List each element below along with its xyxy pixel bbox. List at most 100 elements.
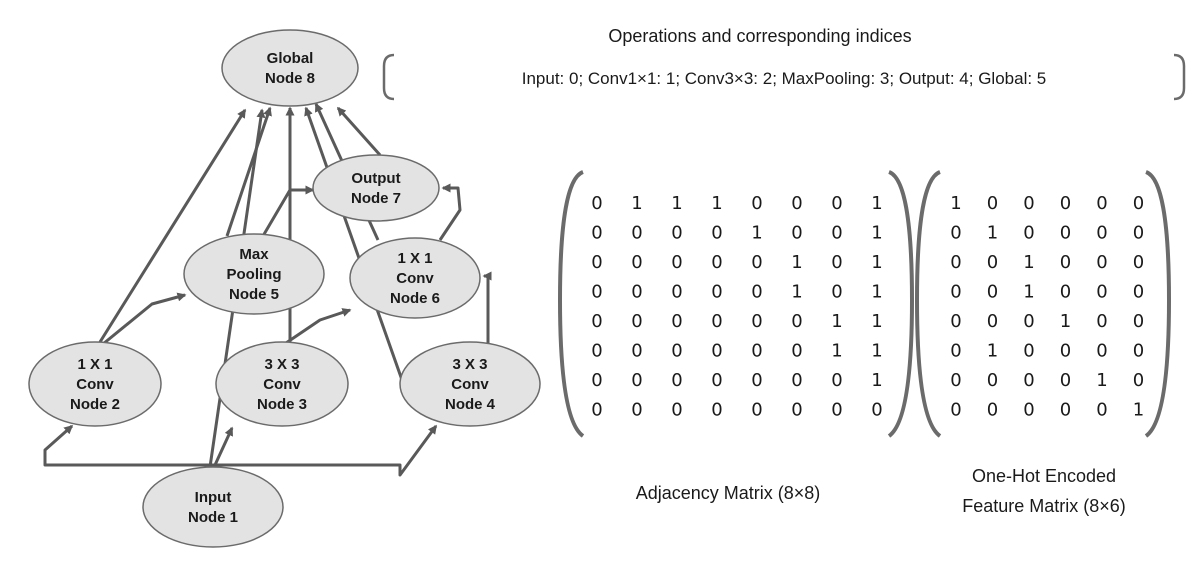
edge-input-node3 xyxy=(213,426,234,466)
edge-input-node4 xyxy=(215,424,438,477)
feature-cell: 0 xyxy=(1096,252,1107,273)
adjacency-cell: 0 xyxy=(831,252,842,273)
adjacency-cell: 0 xyxy=(631,341,642,362)
node-4-ellipse xyxy=(399,341,541,427)
adjacency-cell: 1 xyxy=(871,282,882,303)
node-5-ellipse xyxy=(183,233,325,315)
node-7-label-line: Output xyxy=(351,170,400,187)
node-8-label-line: Node 8 xyxy=(265,70,315,87)
node-6-label-line: 1 X 1 xyxy=(397,250,432,267)
feature-cell: 0 xyxy=(987,400,998,421)
edge-node6-node7 xyxy=(438,183,462,241)
adjacency-cell: 0 xyxy=(591,311,602,332)
adjacency-cell: 1 xyxy=(831,311,842,332)
adjacency-cell: 1 xyxy=(871,252,882,273)
edge-node4-global xyxy=(304,106,404,381)
adjacency-cell: 0 xyxy=(671,311,682,332)
adjacency-cell: 0 xyxy=(831,282,842,303)
adjacency-left-bracket xyxy=(557,170,585,438)
node-4-label-line: Conv xyxy=(451,376,489,393)
adjacency-cell: 0 xyxy=(591,223,602,244)
feature-cell: 0 xyxy=(950,341,961,362)
node-1-label-line: Input xyxy=(195,489,232,506)
feature-cell: 0 xyxy=(950,400,961,421)
node-7-label-line: Node 7 xyxy=(351,190,401,207)
feature-cell: 1 xyxy=(987,341,998,362)
node-1-ellipse xyxy=(142,466,284,548)
node-7-ellipse xyxy=(312,154,440,222)
feature-cell: 0 xyxy=(1060,341,1071,362)
adjacency-cell: 0 xyxy=(711,282,722,303)
feature-cell: 0 xyxy=(987,252,998,273)
feature-cell: 0 xyxy=(1096,223,1107,244)
node-2-label-line: 1 X 1 xyxy=(77,356,112,373)
adjacency-cell: 0 xyxy=(591,370,602,391)
node-8-label-line: Global xyxy=(267,50,314,67)
feature-cell: 0 xyxy=(1060,252,1071,273)
adjacency-cell: 0 xyxy=(671,400,682,421)
edge-input-node2 xyxy=(43,424,215,467)
node-6-label-line: Node 6 xyxy=(390,290,440,307)
adjacency-cell: 0 xyxy=(631,252,642,273)
feature-cell: 0 xyxy=(1060,193,1071,214)
feature-cell: 0 xyxy=(1096,193,1107,214)
adjacency-cell: 0 xyxy=(751,341,762,362)
node-5-label-line: Pooling xyxy=(227,266,282,283)
feature-cell: 1 xyxy=(1023,252,1034,273)
adjacency-cell: 1 xyxy=(791,252,802,273)
adjacency-cell: 0 xyxy=(831,370,842,391)
feature-cell: 0 xyxy=(987,311,998,332)
adjacency-cell: 1 xyxy=(871,311,882,332)
feature-cell: 0 xyxy=(1023,223,1034,244)
operations-right-brace xyxy=(1173,53,1186,101)
feature-cell: 0 xyxy=(1060,400,1071,421)
adjacency-cell: 0 xyxy=(751,400,762,421)
adjacency-cell: 0 xyxy=(671,370,682,391)
feature-cell: 0 xyxy=(1060,223,1071,244)
node-5-label-line: Node 5 xyxy=(229,286,279,303)
node-6-ellipse xyxy=(349,237,481,319)
adjacency-right-bracket xyxy=(887,170,915,438)
edge-node3-node6 xyxy=(285,308,352,345)
adjacency-cell: 1 xyxy=(751,223,762,244)
adjacency-cell: 0 xyxy=(711,311,722,332)
adjacency-cell: 0 xyxy=(711,252,722,273)
node-2-ellipse xyxy=(28,341,162,427)
adjacency-caption: Adjacency Matrix (8×8) xyxy=(636,483,821,503)
adjacency-cell: 1 xyxy=(631,193,642,214)
feature-cell: 0 xyxy=(1023,311,1034,332)
feature-caption-line2: Feature Matrix (8×6) xyxy=(962,496,1126,516)
adjacency-cell: 0 xyxy=(711,370,722,391)
adjacency-cell: 0 xyxy=(631,282,642,303)
adjacency-cell: 0 xyxy=(791,370,802,391)
edge-node5-node7 xyxy=(261,185,315,237)
node-4-label-line: 3 X 3 xyxy=(452,356,487,373)
feature-cell: 1 xyxy=(1060,311,1071,332)
adjacency-cell: 0 xyxy=(671,341,682,362)
operations-title: Operations and corresponding indices xyxy=(608,26,911,46)
adjacency-cell: 0 xyxy=(871,400,882,421)
feature-cell: 1 xyxy=(950,193,961,214)
adjacency-cell: 0 xyxy=(671,252,682,273)
adjacency-cell: 0 xyxy=(791,341,802,362)
feature-cell: 0 xyxy=(950,223,961,244)
feature-cell: 0 xyxy=(1133,223,1144,244)
node-8-ellipse xyxy=(221,29,359,107)
feature-cell: 0 xyxy=(1133,193,1144,214)
feature-cell: 0 xyxy=(1133,252,1144,273)
edge-node5-global xyxy=(225,106,272,237)
node-3-ellipse xyxy=(215,341,349,427)
node-5-label-line: Max xyxy=(239,246,269,263)
adjacency-cell: 1 xyxy=(871,370,882,391)
edge-node2-node5 xyxy=(102,292,187,346)
feature-cell: 0 xyxy=(1023,193,1034,214)
feature-cell: 0 xyxy=(1023,400,1034,421)
feature-cell: 0 xyxy=(1060,282,1071,303)
operations-list: Input: 0; Conv1×1: 1; Conv3×3: 2; MaxPoo… xyxy=(522,69,1047,88)
adjacency-cell: 0 xyxy=(591,400,602,421)
feature-cell: 0 xyxy=(1023,370,1034,391)
